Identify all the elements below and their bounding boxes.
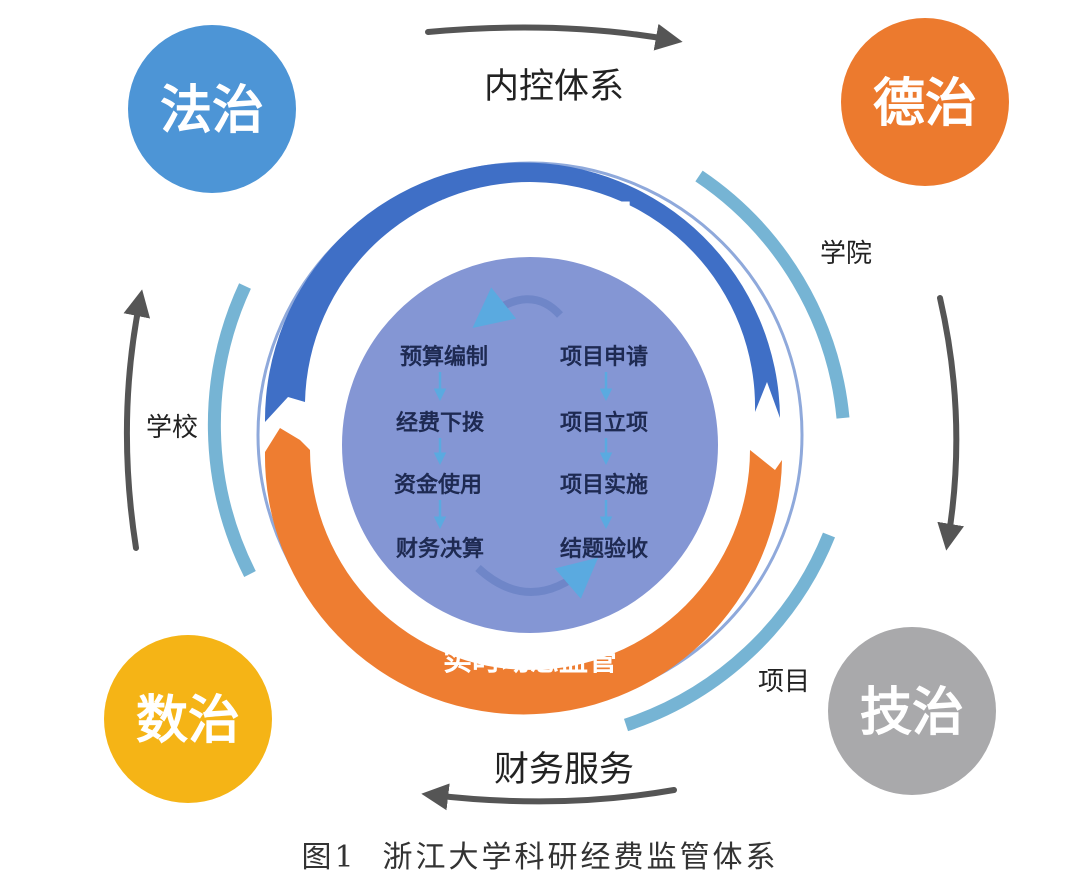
left-flow-arrow [123, 289, 151, 551]
inner-top-curved-arrow [472, 287, 563, 328]
step-fund-use: 资金使用 [394, 472, 482, 498]
lifecycle-band [264, 162, 780, 422]
step-implementation: 项目实施 [560, 472, 648, 498]
jizhi-label: 技治 [860, 683, 964, 743]
internal-control-label: 内控体系 [484, 67, 624, 107]
figure-title: 浙江大学科研经费监管体系 [382, 840, 779, 875]
step-budget: 预算编制 [400, 344, 488, 370]
left-thin-arc [207, 283, 256, 577]
shuzhi-label: 数治 [136, 691, 240, 751]
dezhi-circle [841, 18, 1009, 186]
right-bottom-thin-arc [623, 532, 836, 732]
inner-bottom-curved-arrow [475, 557, 599, 599]
realtime-band [264, 428, 782, 715]
lifecycle-title: 全生命周期管理 [427, 198, 631, 232]
bottom-flow-arrow [421, 783, 677, 811]
right-top-thin-arc [695, 170, 850, 419]
figure-number: 图1 [301, 840, 357, 875]
step-apply: 项目申请 [560, 344, 648, 370]
dezhi-label: 德治 [873, 74, 977, 134]
top-flow-arrow [425, 23, 683, 51]
step-approval: 项目立项 [560, 410, 648, 436]
inner-disc [338, 253, 722, 637]
right-flow-arrow [937, 295, 964, 551]
fazhi-circle [128, 25, 296, 193]
school-label: 学校 [146, 413, 198, 443]
project-label: 项目 [758, 667, 810, 697]
step-final-accounts: 财务决算 [396, 536, 484, 562]
jizhi-circle [828, 627, 996, 795]
realtime-title: 实时动态监管 [443, 643, 617, 677]
fazhi-label: 法治 [160, 81, 264, 141]
step-acceptance: 结题验收 [560, 536, 648, 562]
shuzhi-circle [104, 635, 272, 803]
step-allocation: 经费下拨 [396, 410, 485, 436]
financial-service-label: 财务服务 [494, 750, 634, 790]
college-label: 学院 [820, 239, 872, 269]
figure-caption: 图1 浙江大学科研经费监管体系 [0, 832, 1080, 876]
